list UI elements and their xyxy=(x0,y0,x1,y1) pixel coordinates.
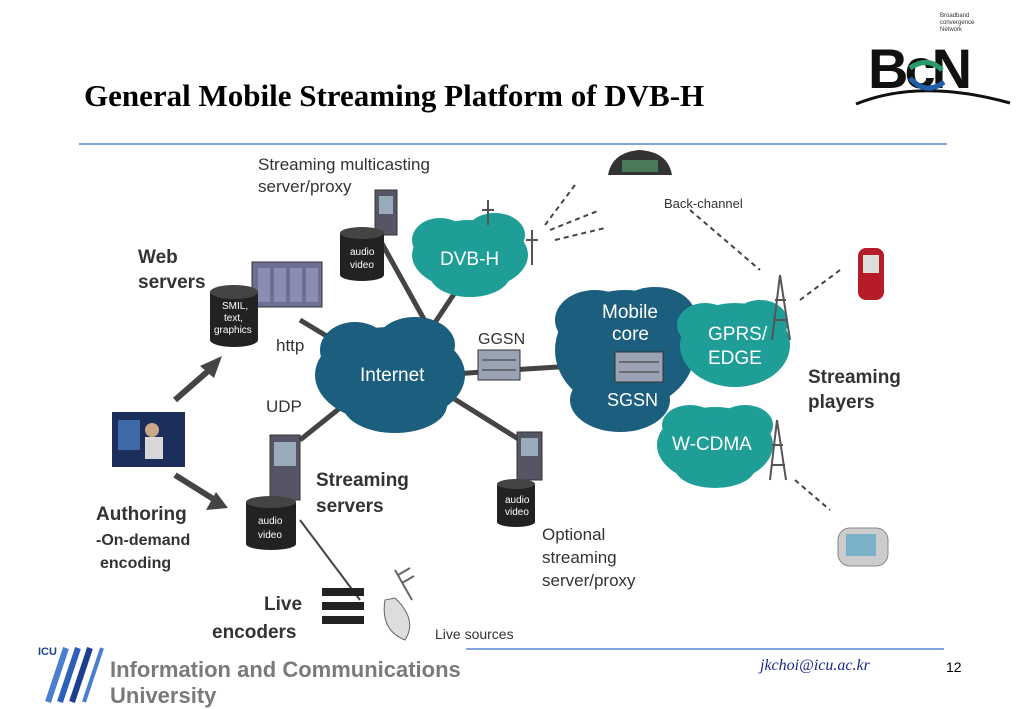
dvbh-label: DVB-H xyxy=(440,249,499,270)
bcn-caption-2: convergence xyxy=(940,20,975,26)
authoring-label-1: Authoring xyxy=(96,504,187,525)
title-divider xyxy=(79,143,947,145)
live-encoder-link xyxy=(299,519,361,601)
multicast-label-2: server/proxy xyxy=(258,177,352,196)
streaming-media-cylinder: audio video xyxy=(246,496,296,550)
streaming-players-label-2: players xyxy=(808,392,875,413)
dvbh-cloud: DVB-H xyxy=(412,213,528,297)
web-servers-label-1: Web xyxy=(138,247,178,268)
wireless-signals xyxy=(544,184,841,511)
gprs-label-1: GPRS/ xyxy=(708,324,768,345)
http-label: http xyxy=(276,336,304,355)
streaming-cyl-line-2: video xyxy=(258,530,282,541)
page-title: General Mobile Streaming Platform of DVB… xyxy=(84,78,705,113)
multicast-media-cylinder: audio video xyxy=(340,227,384,281)
web-servers-label-2: servers xyxy=(138,272,206,293)
authoring-label-2: -On-demand xyxy=(96,532,190,549)
streaming-servers-label-2: servers xyxy=(316,496,384,517)
bcn-caption-3: Network xyxy=(940,27,963,33)
optional-label-1: Optional xyxy=(542,525,605,544)
sgsn-label: SGSN xyxy=(607,390,658,410)
bcn-caption-1: Broadband xyxy=(940,13,969,19)
authoring-workstation-icon xyxy=(112,412,185,467)
live-sources-label: Live sources xyxy=(435,626,514,642)
car-receiver-icon xyxy=(608,150,672,175)
optional-label-3: server/proxy xyxy=(542,571,636,590)
authoring-label-3: encoding xyxy=(100,555,171,572)
university-name-line-1: Information and Communications xyxy=(110,657,461,682)
streaming-cyl-line-1: audio xyxy=(258,516,283,527)
web-server-rack-icon xyxy=(251,261,323,308)
icu-logo-tag: ICU xyxy=(38,646,57,658)
page-number: 12 xyxy=(946,659,962,675)
university-name-line-2: University xyxy=(110,683,217,708)
tower-gprs-icon xyxy=(771,274,791,341)
bcn-logo: Broadband convergence Network BcN xyxy=(855,13,1011,106)
web-cyl-line-3: graphics xyxy=(214,325,252,336)
multicast-cyl-line-2: video xyxy=(350,260,374,271)
mobile-core-label-2: core xyxy=(612,324,649,345)
contact-email: jkchoi@icu.ac.kr xyxy=(760,657,870,674)
arrow-head-down-icon xyxy=(206,492,228,510)
live-encoder-stack-icon xyxy=(322,588,364,624)
icu-logo-icon xyxy=(36,644,110,704)
wcdma-label: W-CDMA xyxy=(672,434,752,455)
internet-cloud: Internet xyxy=(315,317,465,433)
udp-label: UDP xyxy=(266,397,302,416)
live-encoders-label-2: encoders xyxy=(212,622,296,643)
bcn-green-arc-icon xyxy=(908,60,944,72)
footer-divider xyxy=(466,648,944,650)
streaming-players-label-1: Streaming xyxy=(808,367,901,388)
arrow-to-streaming-icon xyxy=(173,472,217,503)
internet-label: Internet xyxy=(360,365,425,386)
ggsn-router-icon xyxy=(477,349,521,381)
streaming-server-icon xyxy=(269,434,301,501)
ggsn-label: GGSN xyxy=(478,331,525,348)
optional-cyl-line-1: audio xyxy=(505,495,530,506)
tower-wcdma-icon xyxy=(769,419,787,481)
multicast-server-icon xyxy=(374,189,398,236)
wcdma-cloud: W-CDMA xyxy=(657,405,773,488)
optional-server-icon xyxy=(516,431,543,481)
satellite-dish-icon xyxy=(383,567,415,641)
web-cyl-line-2: text, xyxy=(224,313,243,324)
gprs-label-2: EDGE xyxy=(708,348,762,369)
web-cyl-line-1: SMIL, xyxy=(222,301,248,312)
web-content-cylinder: SMIL, text, graphics xyxy=(210,285,258,347)
gprs-edge-cloud: GPRS/ EDGE xyxy=(677,300,790,387)
handheld-player-icon xyxy=(837,527,889,567)
sgsn-router-icon xyxy=(614,351,664,383)
bcn-swoosh-icon xyxy=(855,89,1011,106)
optional-media-cylinder: audio video xyxy=(497,479,535,527)
arrow-head-up-icon xyxy=(200,356,222,378)
optional-label-2: streaming xyxy=(542,548,617,567)
multicast-label-1: Streaming multicasting xyxy=(258,155,430,174)
back-channel-label: Back-channel xyxy=(664,196,743,211)
bcn-blue-arc-icon xyxy=(908,76,946,91)
mobile-core-label-1: Mobile xyxy=(602,302,658,323)
antenna-dvbh-icon xyxy=(482,200,538,265)
mobile-phone-icon xyxy=(858,248,884,300)
streaming-servers-label-1: Streaming xyxy=(316,470,409,491)
optional-cyl-line-2: video xyxy=(505,507,529,518)
live-encoders-label-1: Live xyxy=(264,594,302,615)
multicast-cyl-line-1: audio xyxy=(350,247,375,258)
